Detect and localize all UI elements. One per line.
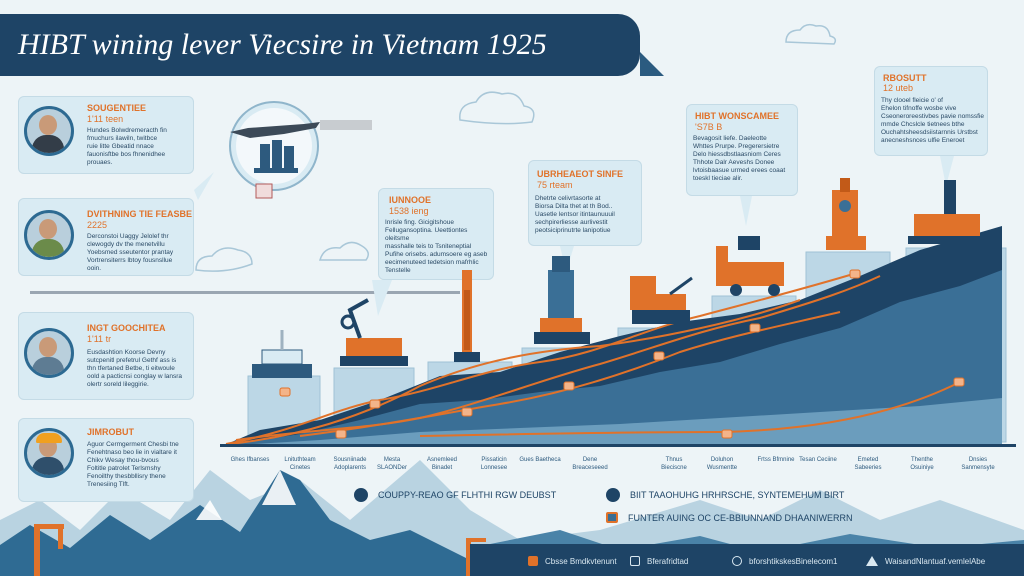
avatar [24, 106, 74, 156]
circle-icon [606, 488, 620, 502]
phone-icon [630, 556, 640, 566]
card-title: RBOSUTT [883, 73, 927, 83]
footer-bar: Cbsse Bmdkvtenunt Bferafridtad bforshtik… [470, 544, 1024, 576]
axis-label: Tesan Ceciine [799, 457, 837, 463]
x-axis-labels: Ghes Ifbanses Lnituthteam Cinetes Sousni… [228, 456, 1018, 486]
card-value: 1'11 teen [87, 114, 124, 124]
avatar [24, 428, 74, 478]
footer-label: Bferafridtad [647, 556, 689, 566]
card-title: UBRHEAEOT SINFE [537, 169, 624, 179]
legend-label: BIIT TAAOHUHG HRHRSCHE, SYNTEMEHUM BIRT [630, 490, 845, 500]
axis-label: Thnus Bieciscne [661, 457, 687, 471]
footer-item[interactable]: WaisandNlantuaf.vemlelAbe [866, 556, 985, 566]
footer-item[interactable]: Cbsse Bmdkvtenunt [528, 556, 617, 566]
truck-icon [716, 236, 784, 296]
axis-label: Gues Baetheca [519, 457, 561, 463]
circle-icon [354, 488, 368, 502]
axis-label: Lnituthteam Cinetes [284, 457, 316, 471]
axis-label: Sousniinade Adoplarents [333, 457, 367, 471]
card-title: IUNNOOE [389, 195, 432, 205]
card-value: 75 rteam [537, 180, 573, 190]
card-title: HIBT WONSCAMEE [695, 111, 779, 121]
axis-label: Mesta SLAONDer [376, 457, 407, 471]
document-icon [255, 183, 273, 199]
axis-label: Emeted Sabeeries [854, 457, 882, 471]
mountain-icon [866, 556, 878, 566]
generator-icon [630, 276, 693, 324]
area-mid [222, 270, 1002, 446]
trend-line [419, 381, 961, 437]
footer-item[interactable]: bforshtikskesBinelecom1 [732, 556, 837, 566]
legend-label: FUNTER AUING OC CE-BBIUNNAND DHAANIWERRN [628, 512, 853, 523]
airplane-icon [230, 120, 372, 138]
page-title: HIBT wining lever Viecsire in Vietnam 19… [18, 28, 547, 61]
globe-icon [732, 556, 742, 566]
trend-line [225, 271, 861, 445]
cloud-icon [319, 241, 369, 261]
crane-icon [34, 524, 486, 576]
title-banner: HIBT wining lever Viecsire in Vietnam 19… [0, 14, 664, 76]
card-title: INGT GOOCHITEA [87, 323, 166, 333]
airplane-badge [229, 101, 372, 199]
footer-label: WaisandNlantuaf.vemlelAbe [885, 556, 986, 566]
mail-icon [528, 556, 538, 566]
axis-label: Doluhon Wusmentte [706, 457, 738, 471]
tower-icon [454, 270, 480, 362]
legend-label: COUPPY-REAO GF FLHTHI RGW DEUBST [378, 490, 557, 500]
axis-label: Frtss Bfmnine [757, 457, 795, 463]
axis-label: Ghes Ifbanses [230, 457, 270, 463]
area-light [222, 398, 1002, 446]
card-value: 1'11 tr [87, 334, 112, 344]
footer-item[interactable]: Bferafridtad [630, 556, 688, 566]
milestone-card: UBRHEAEOT SINFE 75 rteam Dhetrte celivrt… [528, 160, 642, 246]
cloud-icon [785, 23, 837, 45]
trend-line [229, 299, 801, 445]
card-value: 2225 [87, 220, 108, 230]
avatar [24, 328, 74, 378]
axis-label: Dene Breaceseeed [572, 457, 608, 471]
avatar [24, 210, 74, 260]
building-icon [254, 140, 298, 173]
axis-label: Dnsies Sanmensyte [961, 457, 995, 471]
square-icon [606, 512, 618, 523]
axis-label: Pissaticin Lonnesee [480, 457, 508, 471]
card-title: DVITHNING TIE FEASBE [87, 209, 193, 219]
cloud-icon [195, 247, 253, 272]
mountains [0, 470, 470, 576]
drilling-rig-icon [252, 330, 312, 378]
factory-tower-icon [826, 178, 866, 250]
legend-item: COUPPY-REAO GF FLHTHI RGW DEUBST [354, 488, 556, 502]
legend-item: FUNTER AUING OC CE-BBIUNNAND DHAANIWERRN [606, 512, 853, 523]
card-value: 1538 ieng [389, 206, 429, 216]
milestone-card: RBOSUTT 12 uteb Thy clooel fleicie o' of… [874, 66, 988, 156]
divider [30, 291, 460, 294]
axis-label: Asnemleed Binadet [426, 457, 458, 471]
card-title: JIMROBUT [87, 427, 134, 437]
legend-item: BIIT TAAOHUHG HRHRSCHE, SYNTEMEHUM BIRT [606, 488, 844, 502]
cloud-icon [459, 91, 535, 125]
milestone-card: IUNNOOE 1538 ieng Inrisle fing. Gicigits… [378, 188, 494, 280]
mining-tower-icon [534, 256, 590, 344]
card-value: 'S7B B [695, 122, 723, 132]
excavator-icon [340, 298, 408, 366]
milestone-card: HIBT WONSCAMEE 'S7B B Bevagosit liefe. D… [686, 104, 798, 196]
plant-icon [908, 180, 986, 244]
footer-label: Cbsse Bmdkvtenunt [545, 556, 617, 566]
trend-line [299, 311, 841, 437]
axis-label: Thenthe Osuiniye [910, 457, 934, 471]
card-value: 12 uteb [883, 83, 914, 93]
footer-label: bforshtikskesBinelecom1 [749, 556, 838, 566]
milestone-card: DVITHNING TIE FEASBE 2225 Derconstoi Uag… [18, 198, 194, 276]
card-title: SOUGENTIEE [87, 103, 147, 113]
